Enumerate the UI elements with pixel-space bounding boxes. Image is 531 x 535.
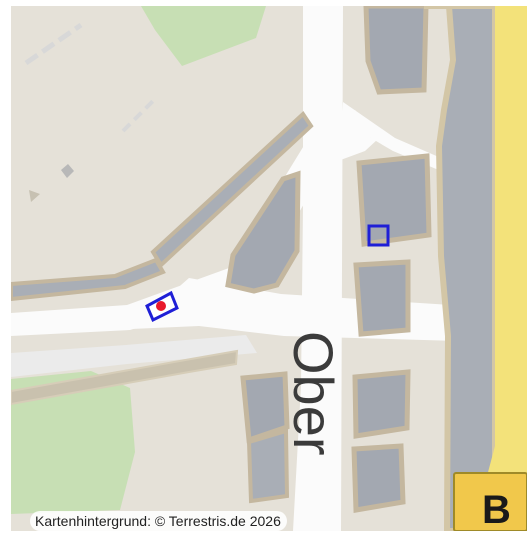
marker-point[interactable] (156, 301, 166, 311)
map-viewport[interactable]: B Ober Kartenhintergrund: © Terrestris.d… (11, 6, 527, 531)
label-box (453, 472, 527, 531)
map-canvas[interactable]: B Ober (11, 6, 527, 531)
building (356, 153, 432, 247)
point-feature (61, 164, 74, 178)
partial-street-label: B (482, 488, 511, 531)
map-attribution: Kartenhintergrund: © Terrestris.de 2026 (30, 511, 287, 531)
building (351, 443, 406, 513)
street-label: Ober (282, 331, 345, 456)
footpath (24, 22, 83, 66)
building (363, 6, 429, 95)
parcel-marker[interactable] (367, 224, 390, 247)
road-vertical (293, 6, 343, 531)
green-area (11, 371, 135, 514)
green-area (141, 6, 266, 66)
point-feature (29, 190, 40, 202)
building (150, 110, 314, 269)
footpath (121, 97, 157, 133)
building (11, 349, 239, 406)
main-road (487, 6, 527, 531)
building (246, 428, 290, 504)
building (352, 369, 411, 439)
road-cross-edge (11, 335, 257, 377)
building (240, 371, 290, 444)
building (225, 170, 301, 294)
building (353, 259, 411, 337)
